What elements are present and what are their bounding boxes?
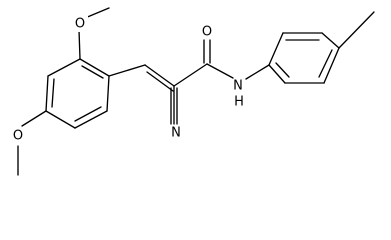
bond (106, 75, 110, 112)
amide-group: O N H (173, 25, 244, 110)
double-bond-inner (146, 71, 174, 92)
aromatic-inner-bond (51, 78, 55, 108)
bond (173, 63, 208, 87)
bond (245, 64, 270, 80)
aromatic-inner-bond (81, 65, 104, 79)
atom-label-methoxy-top-o: O (75, 17, 85, 32)
atom-label-amide-n: N (233, 79, 243, 94)
aromatic-inner-bond (318, 49, 333, 78)
bond (47, 58, 81, 77)
bond (206, 63, 234, 79)
bond (323, 47, 340, 84)
bond (84, 7, 110, 19)
aromatic-inner-bond (275, 62, 290, 78)
methoxy-top: O (72, 7, 110, 60)
nitrile-group: N (170, 85, 181, 141)
aromatic-inner-bond (74, 106, 102, 122)
atom-label-amide-h: H (234, 95, 244, 110)
bond (144, 64, 175, 87)
atom-label-nitrile-n: N (171, 126, 181, 141)
bond (321, 32, 340, 49)
bond (45, 110, 76, 129)
bond (338, 11, 375, 49)
bond (45, 75, 49, 112)
bond (21, 110, 47, 127)
bond (268, 32, 284, 66)
bond (74, 110, 108, 129)
vinyl-linker (108, 64, 175, 92)
methoxy-bottom: O (10, 110, 47, 176)
bond (268, 64, 286, 84)
bond (108, 64, 146, 77)
atom-label-methoxy-bottom-o: O (13, 129, 23, 144)
atom-label-amide-o: O (202, 25, 212, 40)
tolyl-ring (245, 11, 375, 84)
dimethoxyphenyl-ring (45, 58, 110, 129)
chemical-structure-diagram: O O N O N H (10, 7, 375, 176)
bond (79, 58, 110, 77)
bond (78, 29, 81, 60)
